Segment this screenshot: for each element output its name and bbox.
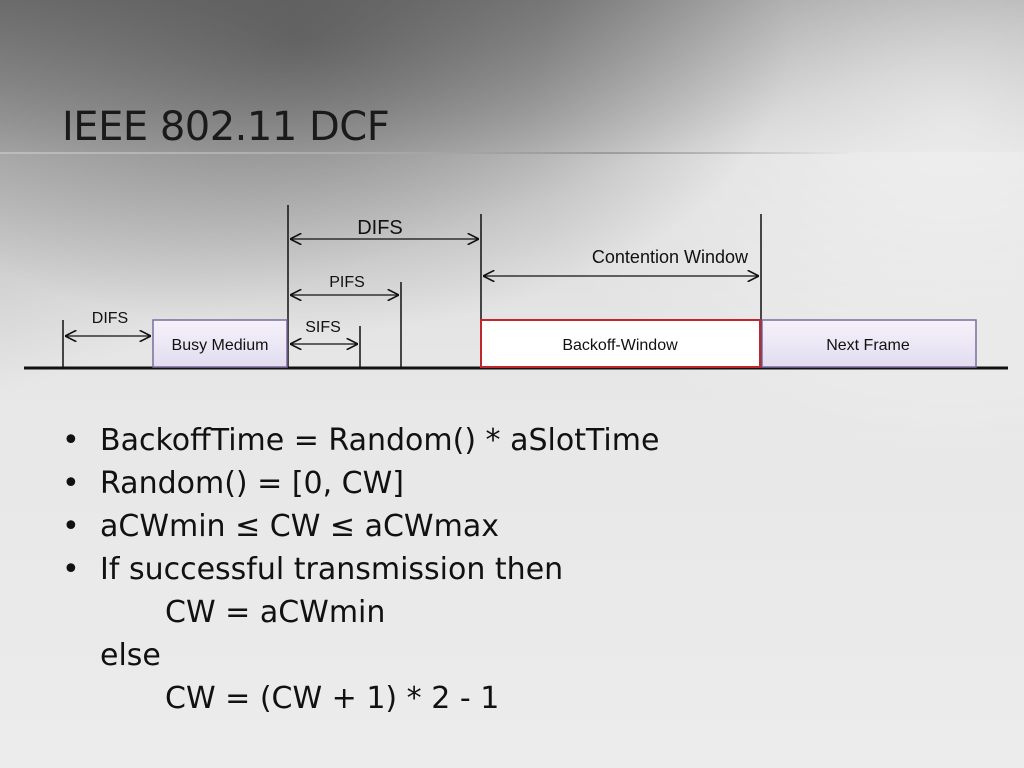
bullet-glyph: •: [62, 552, 80, 587]
busy-medium-box: [152, 319, 288, 368]
contention-window-label: Contention Window: [592, 247, 749, 267]
next-frame-label: Next Frame: [826, 337, 910, 354]
continuation-line: else: [100, 638, 161, 673]
backoff-window-label: Backoff-Window: [562, 337, 678, 354]
bullet-item: aCWmin ≤ CW ≤ aCWmax: [100, 509, 499, 544]
bullet-item: Random() = [0, CW]: [100, 466, 404, 501]
difs-top-label: DIFS: [357, 217, 403, 239]
bullet-item: If successful transmission then: [100, 552, 564, 587]
bullet-glyph: •: [62, 509, 80, 544]
title-rule: [0, 152, 860, 154]
difs-left-label: DIFS: [92, 310, 128, 327]
continuation-line: CW = (CW + 1) * 2 - 1: [165, 681, 500, 716]
continuation-line: CW = aCWmin: [165, 595, 386, 630]
slide-title: IEEE 802.11 DCF: [62, 104, 390, 150]
sifs-label: SIFS: [305, 319, 341, 336]
bullet-glyph: •: [62, 423, 80, 458]
bullet-glyph: •: [62, 466, 80, 501]
next-frame-box: [761, 319, 977, 368]
busy-medium-label: Busy Medium: [172, 337, 269, 354]
bullet-item: BackoffTime = Random() * aSlotTime: [100, 423, 660, 458]
pifs-label: PIFS: [329, 274, 365, 291]
backoff-window-box: [480, 319, 761, 368]
